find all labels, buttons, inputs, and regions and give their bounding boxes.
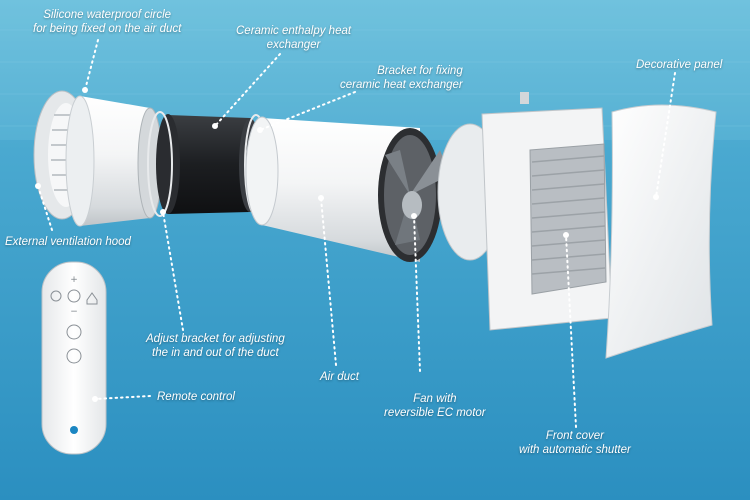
minus-icon: − (70, 307, 78, 317)
label-fan-motor: Fan with reversible EC motor (384, 392, 486, 420)
label-air-duct: Air duct (320, 370, 359, 384)
label-line: Silicone waterproof circle (43, 9, 172, 21)
label-line: Air duct (320, 371, 359, 383)
label-line: External ventilation hood (5, 236, 131, 248)
label-line: Adjust bracket for adjusting (146, 333, 285, 345)
power-icon (66, 348, 82, 364)
label-line: Fan with (413, 393, 457, 405)
label-line: the in and out of the duct (152, 347, 279, 359)
label-line: Front cover (545, 430, 605, 442)
front-cover (481, 107, 613, 331)
label-line: Remote control (157, 391, 235, 403)
label-line: Decorative panel (636, 59, 723, 71)
plus-icon: + (70, 275, 78, 285)
label-line: with automatic shutter (519, 444, 631, 456)
label-line: for being fixed on the air duct (33, 23, 182, 35)
label-line: exchanger (266, 39, 321, 51)
label-remote-control: Remote control (157, 390, 235, 404)
label-decorative-panel: Decorative panel (636, 58, 722, 72)
remote-control: + − (41, 261, 107, 455)
label-external-hood: External ventilation hood (5, 235, 131, 249)
fan-icon (67, 289, 81, 303)
label-adjust-bracket: Adjust bracket for adjusting the in and … (146, 332, 285, 360)
automatic-shutter (531, 155, 606, 275)
leader-lines (37, 39, 676, 428)
decorative-panel (605, 104, 717, 359)
leader-dots (35, 87, 659, 402)
remote-sensor-dot (70, 426, 78, 434)
house-icon (86, 292, 98, 305)
bulb-icon (50, 290, 62, 302)
label-bracket-fixing: Bracket for fixing ceramic heat exchange… (340, 64, 463, 92)
label-line: ceramic heat exchanger (340, 79, 463, 91)
cycle-icon (66, 324, 82, 340)
label-silicone-circle: Silicone waterproof circle for being fix… (33, 8, 181, 36)
air-duct-outer (65, 95, 163, 227)
label-ceramic-exchanger: Ceramic enthalpy heat exchanger (236, 24, 351, 52)
label-line: reversible EC motor (384, 407, 486, 419)
air-duct-main (245, 116, 420, 262)
label-line: Ceramic enthalpy heat (236, 25, 352, 37)
label-line: Bracket for fixing (377, 65, 463, 77)
label-front-cover: Front cover with automatic shutter (519, 429, 631, 457)
